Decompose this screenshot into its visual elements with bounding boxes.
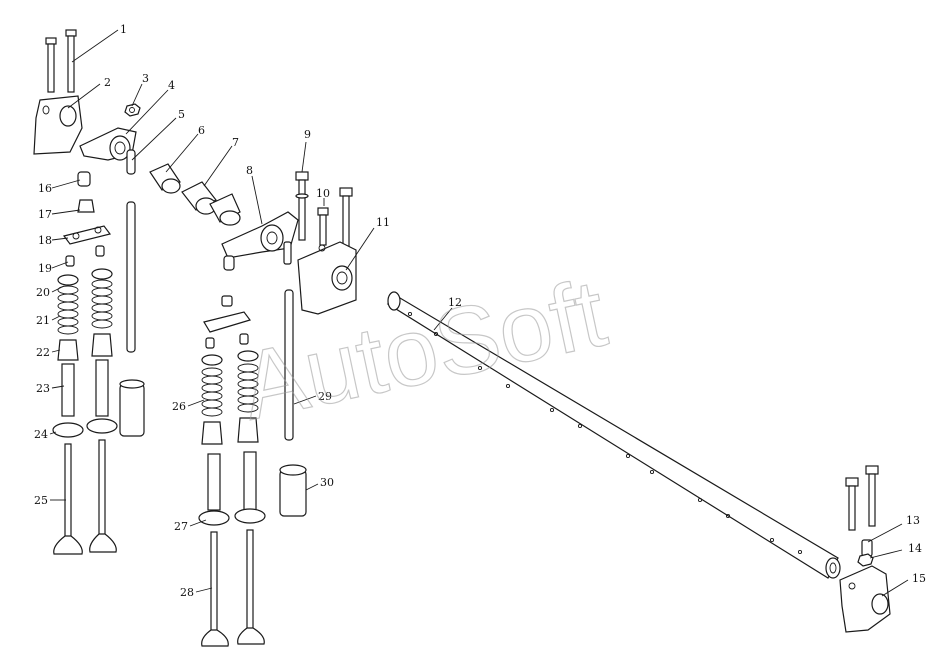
part-15-bracket: [839, 565, 891, 633]
callout-14: 14: [908, 542, 922, 555]
callout-12: 12: [448, 296, 462, 309]
callout-22: 22: [36, 346, 50, 359]
callout-10: 10: [316, 187, 330, 200]
part-16-tappet-screw: [77, 171, 91, 187]
callout-labels: 1 2 3 4 5 6 7 8 9 10 11 12 13 14 15 16 1…: [34, 23, 926, 599]
callout-30: 30: [320, 476, 334, 489]
part-5-adjusting-screw: [126, 149, 136, 175]
part-6-bushing: [149, 163, 181, 194]
callout-28: 28: [180, 586, 194, 599]
callout-20: 20: [36, 286, 50, 299]
callout-7: 7: [232, 136, 239, 149]
callout-2: 2: [104, 76, 111, 89]
part-12-rocker-shaft: [386, 291, 841, 579]
part-23-guides: [61, 359, 145, 437]
callout-17: 17: [38, 208, 52, 221]
callout-27: 27: [174, 520, 188, 533]
callout-1: 1: [120, 23, 127, 36]
part-3-nut: [124, 103, 141, 117]
part-21-springs: [57, 279, 113, 335]
part-8-rocker-arm: [221, 211, 299, 271]
part-7-bushing: [181, 181, 241, 226]
callout-29: 29: [318, 390, 332, 403]
leader-lines: [49, 29, 909, 597]
callout-24: 24: [34, 428, 48, 441]
part-14-nut: [857, 553, 874, 567]
callout-21: 21: [36, 314, 50, 327]
part-30-tappet: [279, 464, 307, 517]
watermark-text: AutoSoft: [232, 259, 614, 440]
part-9-bolt: [295, 171, 309, 241]
callout-8: 8: [246, 164, 253, 177]
callout-13: 13: [906, 514, 920, 527]
callout-16: 16: [38, 182, 52, 195]
callout-6: 6: [198, 124, 205, 137]
callout-25: 25: [34, 494, 48, 507]
part-22-seals: [57, 333, 113, 361]
part-18-bridge: [62, 225, 112, 245]
part-27-seats: [198, 451, 266, 526]
callout-15: 15: [912, 572, 926, 585]
part-4-rocker-arm: [79, 127, 137, 161]
part-19-keepers: [65, 245, 105, 267]
callout-4: 4: [168, 79, 175, 92]
part-13-bolts: [845, 465, 879, 557]
part-17-cap: [77, 199, 95, 213]
callout-9: 9: [304, 128, 311, 141]
part-11-bracket: [297, 241, 357, 315]
part-28-valves: [201, 529, 265, 647]
part-20-spring-caps: [57, 268, 113, 286]
part-25-valves: [53, 439, 117, 555]
callout-11: 11: [376, 216, 390, 229]
part-2-bracket: [33, 95, 83, 155]
callout-23: 23: [36, 382, 50, 395]
callout-3: 3: [142, 72, 149, 85]
callout-18: 18: [38, 234, 52, 247]
callout-5: 5: [178, 108, 185, 121]
callout-26: 26: [172, 400, 186, 413]
part-1-bolts: [45, 29, 77, 93]
part-29-push-rods: [126, 201, 294, 441]
callout-19: 19: [38, 262, 52, 275]
part-24-seats: [52, 418, 118, 438]
part-10-bolt: [317, 187, 353, 249]
part-26-springs: [201, 295, 259, 445]
